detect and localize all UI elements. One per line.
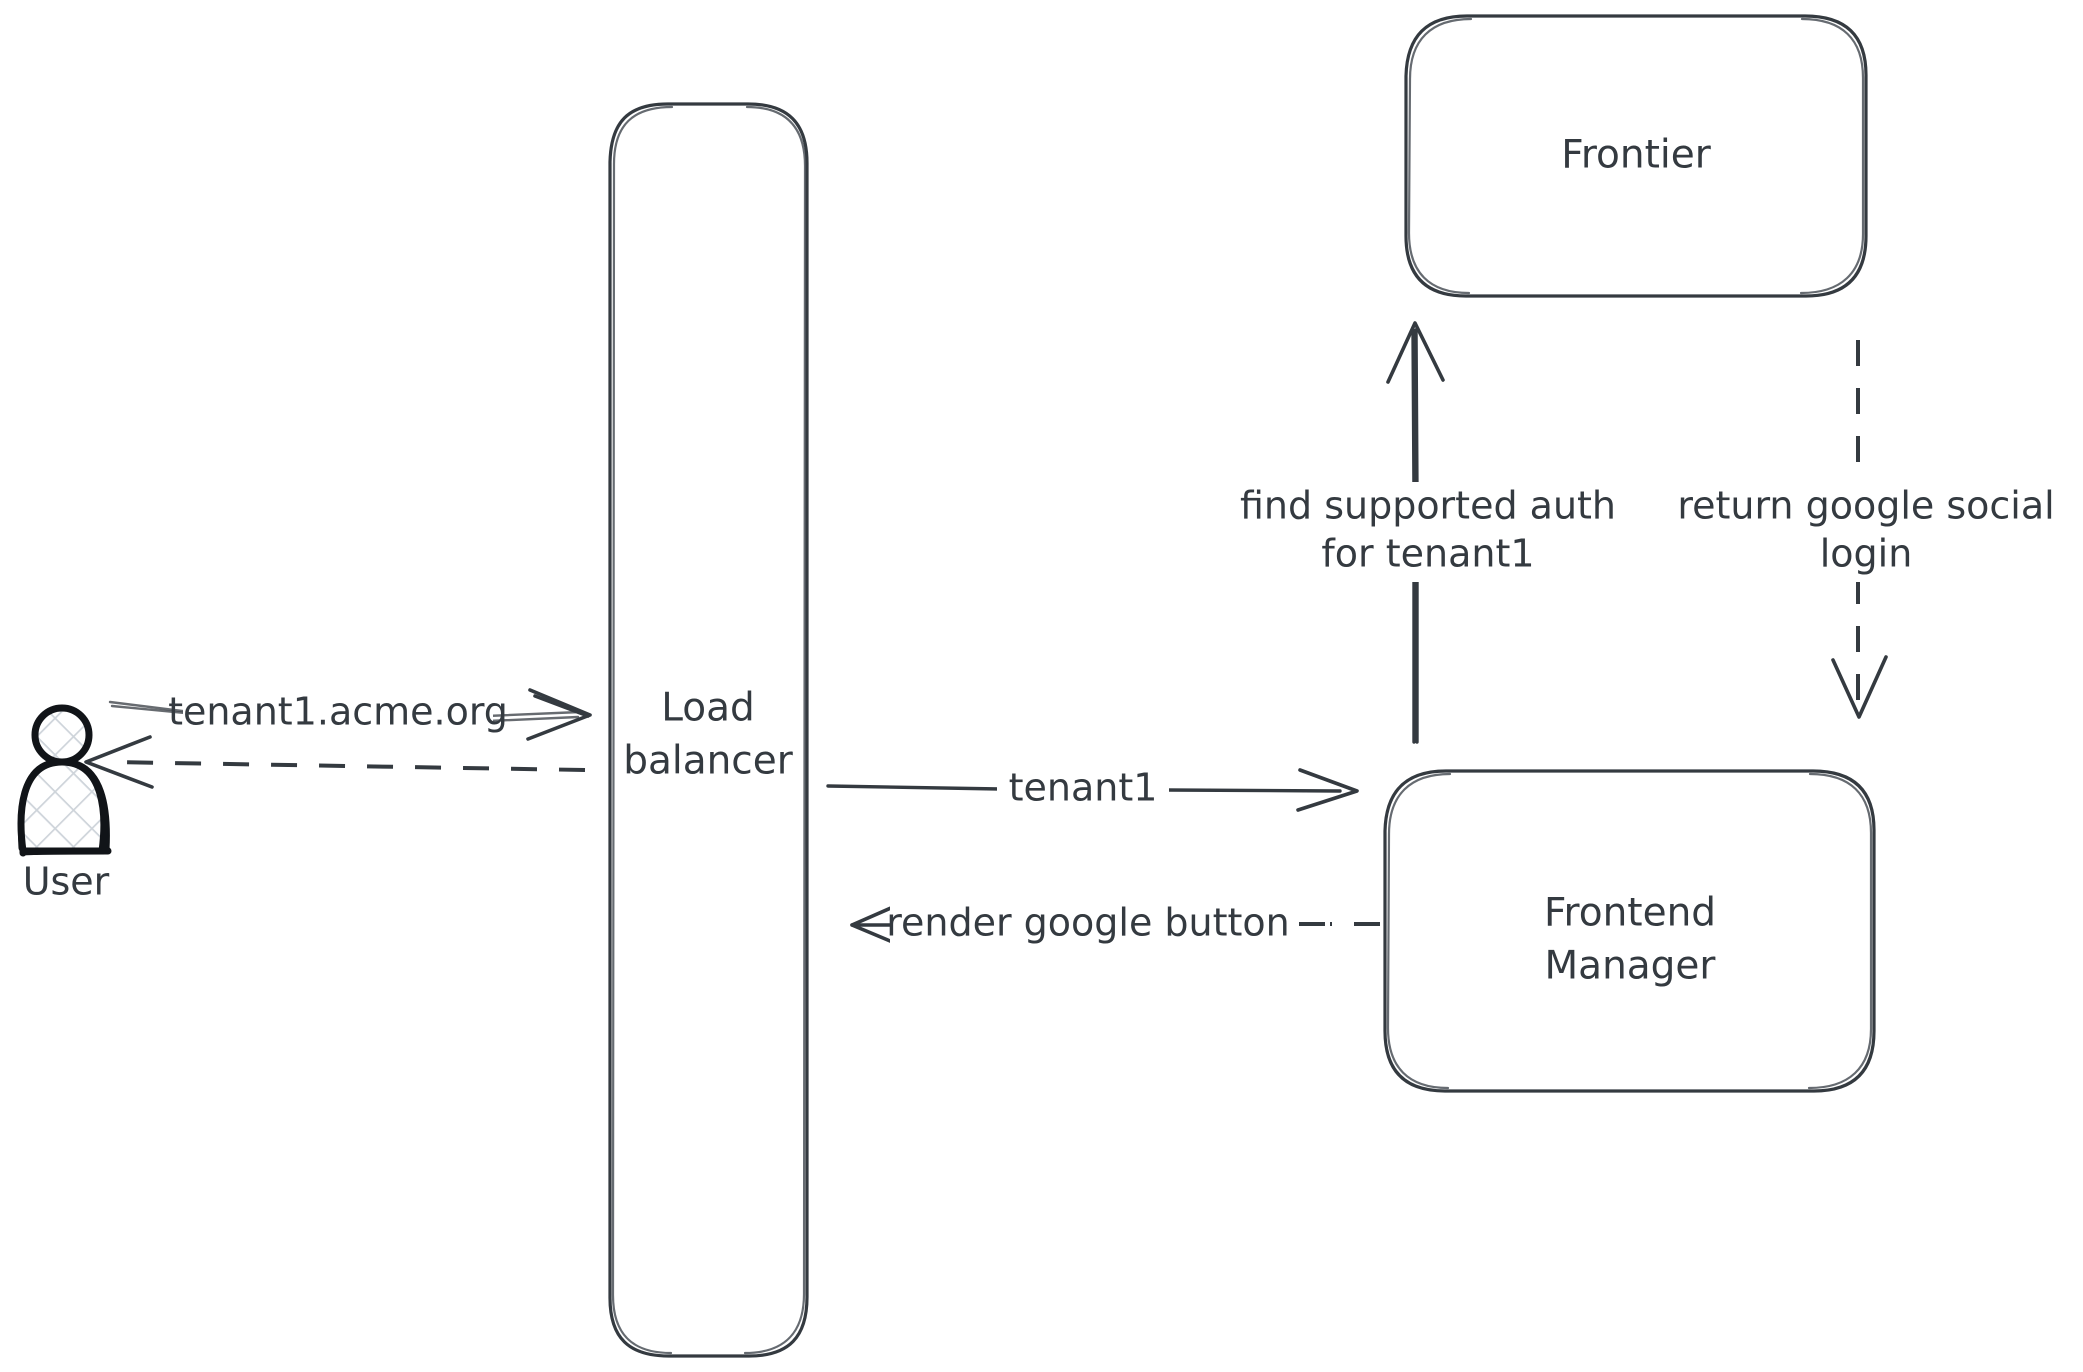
frontend-manager-label-line1: Frontend xyxy=(1544,891,1716,936)
load-balancer-label-line2: balancer xyxy=(623,739,794,784)
edge-label-render-google-button: render google button xyxy=(886,901,1290,945)
frontier-label: Frontier xyxy=(1561,133,1711,178)
edge-label-tenant1-acme-org: tenant1.acme.org xyxy=(168,690,508,734)
edge-frontier-to-frontend-manager: return google social login xyxy=(1652,340,2072,719)
user-label: User xyxy=(23,860,110,904)
node-load-balancer[interactable]: Load balancer xyxy=(608,102,809,1358)
edge-load-balancer-to-user xyxy=(84,735,586,789)
arrow-head-right-tenant1 xyxy=(1296,768,1359,812)
node-frontier[interactable]: Frontier xyxy=(1404,14,1868,298)
edge-frontend-manager-to-frontier: find supported auth for tenant1 xyxy=(1208,321,1648,744)
frontend-manager-label-line2: Manager xyxy=(1545,944,1717,989)
edge-label-find-supported-auth-line2: for tenant1 xyxy=(1321,532,1534,576)
edge-label-tenant1: tenant1 xyxy=(1009,766,1158,810)
edge-load-balancer-to-frontend-manager: tenant1 xyxy=(826,765,1359,813)
arrow-head-left xyxy=(84,735,154,789)
arrow-head-right xyxy=(526,688,592,741)
node-user[interactable]: User xyxy=(17,704,112,904)
edge-label-find-supported-auth-line1: find supported auth xyxy=(1240,484,1616,528)
edge-label-return-google-social-line1: return google social xyxy=(1677,484,2054,528)
arrow-head-down-frontend-manager xyxy=(1831,655,1888,719)
user-head-icon xyxy=(31,704,93,766)
edge-label-return-google-social-line2: login xyxy=(1820,532,1913,576)
edge-frontend-manager-to-load-balancer: render google button xyxy=(850,900,1380,950)
arrow-head-up-frontier xyxy=(1386,321,1445,384)
edge-user-to-load-balancer: tenant1.acme.org xyxy=(108,688,592,741)
node-frontend-manager[interactable]: Frontend Manager xyxy=(1383,769,1876,1093)
arrow-head-right-2 xyxy=(533,694,590,718)
load-balancer-label-line1: Load xyxy=(661,686,755,731)
